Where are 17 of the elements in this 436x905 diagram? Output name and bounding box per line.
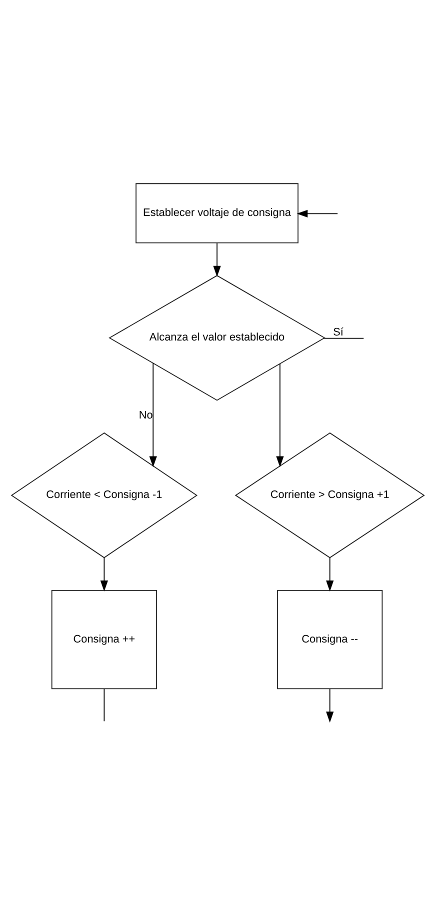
node-diamond: Alcanza el valor establecido	[108, 274, 326, 400]
node-diamond: Corriente > Consigna +1	[234, 432, 425, 558]
connector	[323, 337, 364, 338]
arrow	[149, 362, 157, 467]
arrow	[296, 209, 338, 217]
edge-label: Sí	[333, 326, 344, 338]
arrow	[213, 242, 221, 276]
arrow	[326, 556, 334, 591]
node-box: Establecer voltaje de consigna	[136, 182, 298, 243]
edge-label: No	[138, 409, 153, 422]
arrow	[326, 688, 334, 722]
connector	[104, 688, 105, 722]
node-box: Consigna ++	[51, 589, 157, 689]
arrow	[100, 556, 108, 591]
arrow	[276, 362, 284, 467]
node-diamond: Corriente < Consigna -1	[10, 432, 198, 558]
node-box: Consigna --	[277, 589, 383, 689]
